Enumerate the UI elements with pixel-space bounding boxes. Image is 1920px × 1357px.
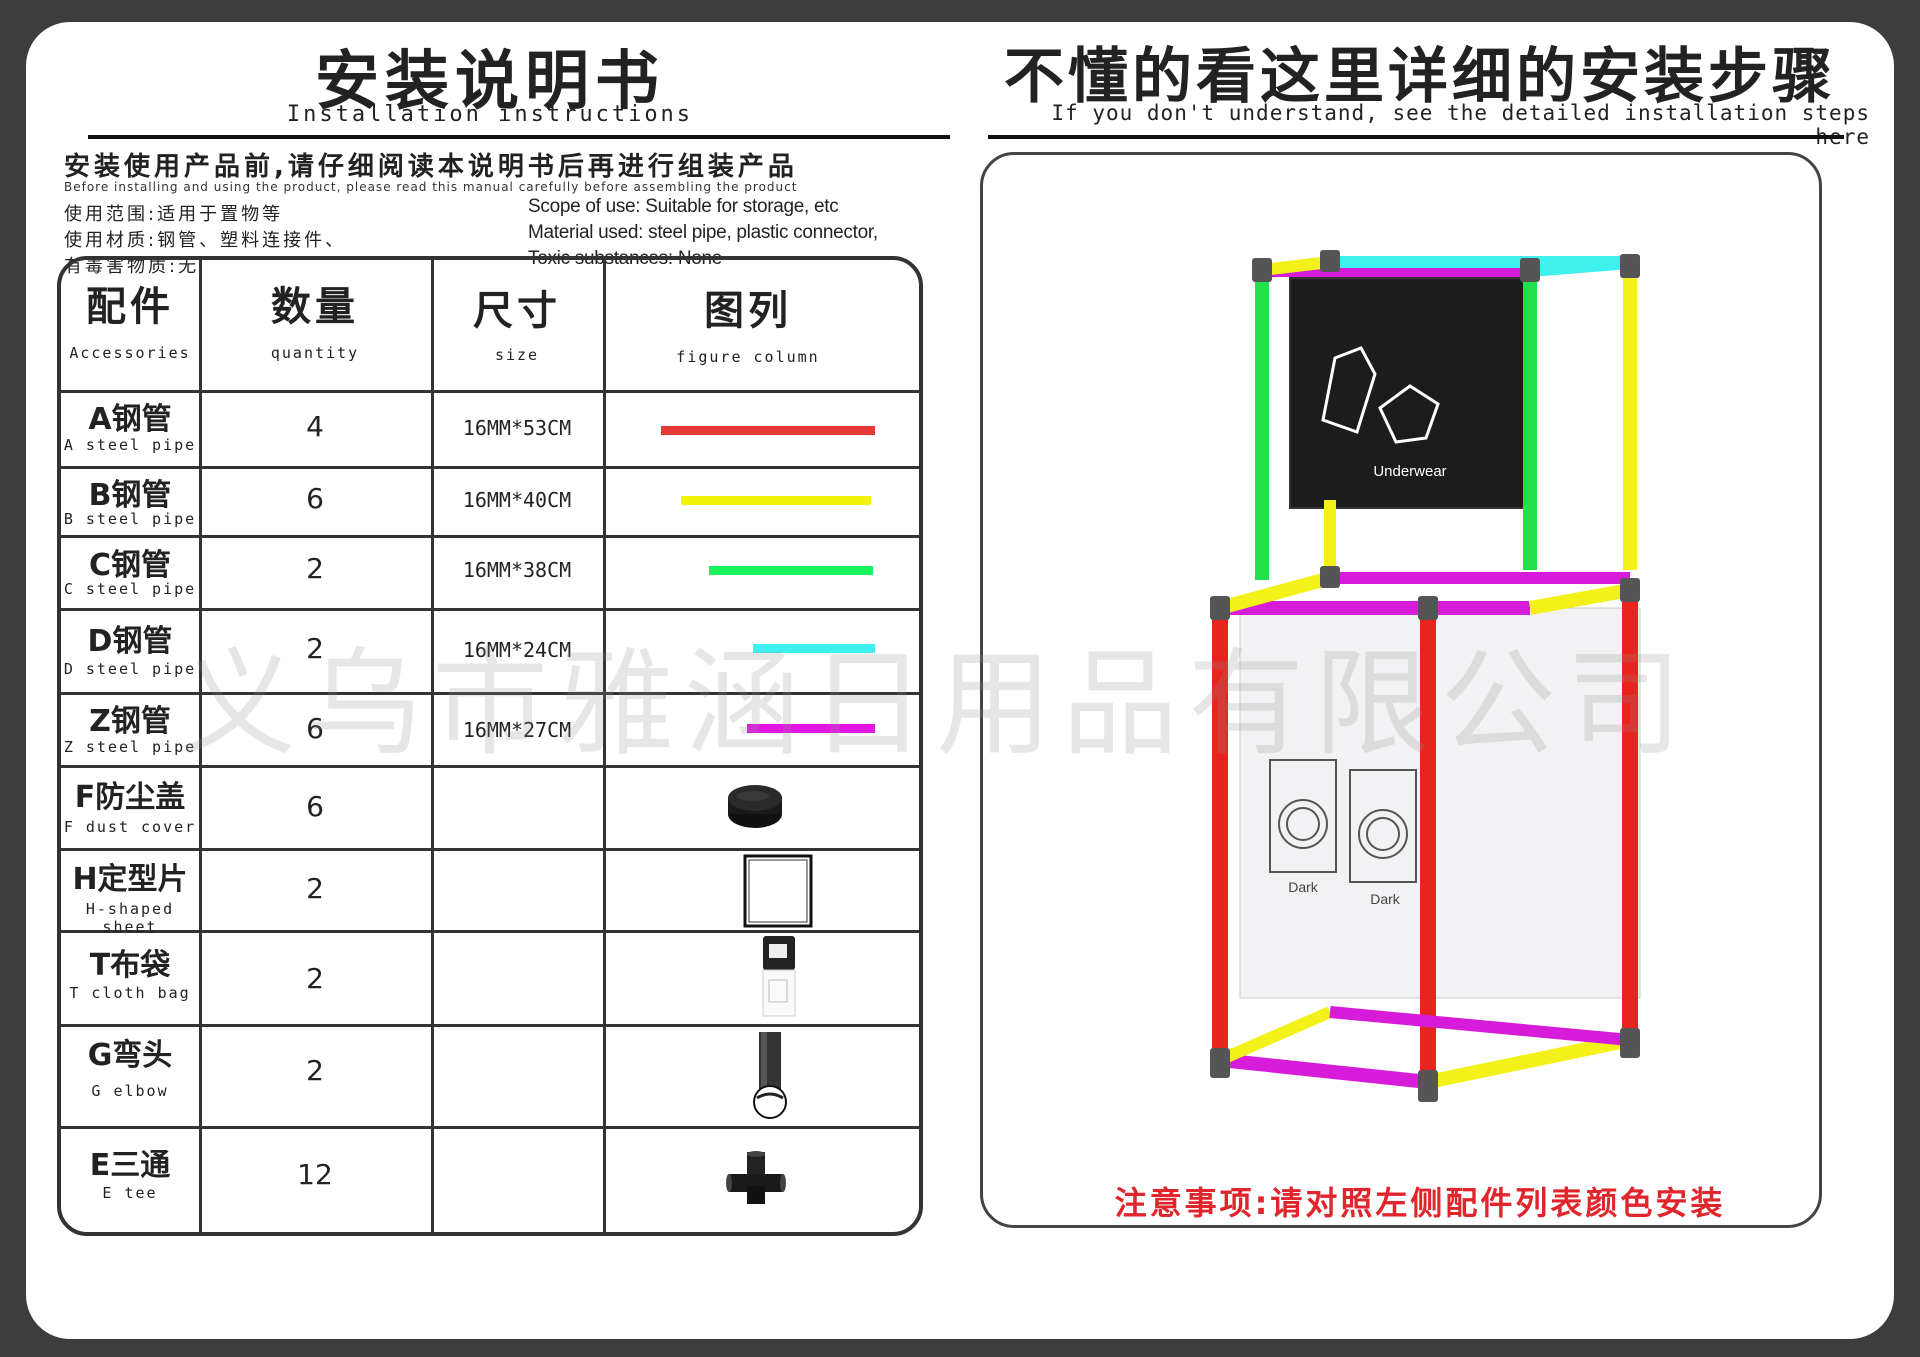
header-figure: 图列 bbox=[704, 288, 792, 334]
row-h-name-en: H-shaped sheet bbox=[85, 900, 175, 936]
caution-note: 注意事项:请对照左侧配件列表颜色安装 bbox=[1114, 1184, 1726, 1222]
table-col-divider bbox=[603, 260, 606, 1232]
row-b-size: 16MM*40CM bbox=[462, 488, 572, 512]
elbow-icon bbox=[753, 1032, 787, 1119]
table-row-divider bbox=[61, 765, 919, 768]
material-cn: 使用材质:钢管、塑料连接件、 bbox=[64, 230, 347, 251]
row-e-qty: 12 bbox=[297, 1158, 333, 1191]
header-figure-en: figure column bbox=[676, 348, 820, 366]
page-title: 安装说明书 bbox=[315, 45, 665, 119]
table-row-divider bbox=[61, 1126, 919, 1129]
title-divider-right bbox=[988, 135, 1844, 139]
row-e-name-en: E tee bbox=[102, 1184, 158, 1202]
row-z-name-en: Z steel pipe bbox=[63, 738, 197, 756]
table-row-divider bbox=[61, 930, 919, 933]
underwear-icon bbox=[1321, 346, 1440, 444]
header-quantity-en: quantity bbox=[270, 344, 360, 362]
h-sheet-icon bbox=[743, 854, 813, 928]
row-d-name: D钢管 bbox=[87, 624, 173, 659]
underwear-label: Underwear bbox=[1373, 463, 1446, 480]
row-h-name: H定型片 bbox=[72, 862, 188, 897]
row-h-qty: 2 bbox=[306, 872, 324, 905]
scope-of-use-en: Scope of use: Suitable for storage, etc bbox=[528, 196, 839, 217]
row-d-name-en: D steel pipe bbox=[63, 660, 197, 678]
row-z-name: Z钢管 bbox=[89, 704, 171, 739]
table-row-divider bbox=[61, 535, 919, 538]
row-c-qty: 2 bbox=[306, 552, 324, 585]
row-t-name: T布袋 bbox=[89, 948, 171, 983]
row-z-size: 16MM*27CM bbox=[462, 718, 572, 742]
row-t-qty: 2 bbox=[306, 962, 324, 995]
notice-text: 安装使用产品前,请仔细阅读本说明书后再进行组装产品 bbox=[64, 152, 798, 182]
dust-cover-icon bbox=[728, 785, 782, 828]
toxic-substances-cn: 有毒害物质:无 bbox=[64, 256, 200, 277]
steps-subtitle: If you don't understand, see the detaile… bbox=[1051, 101, 1870, 149]
table-row-divider bbox=[61, 848, 919, 851]
row-b-name: B钢管 bbox=[88, 478, 172, 513]
row-e-name: E三通 bbox=[89, 1148, 171, 1183]
page-subtitle: Installation instructions bbox=[286, 102, 694, 127]
header-size-en: size bbox=[494, 346, 540, 364]
row-d-qty: 2 bbox=[306, 632, 324, 665]
header-accessories: 配件 bbox=[86, 284, 174, 330]
header-size: 尺寸 bbox=[473, 288, 561, 334]
dark-label-2: Dark bbox=[1370, 891, 1401, 907]
row-g-qty: 2 bbox=[306, 1054, 324, 1087]
cloth-bag-icon bbox=[762, 936, 796, 1017]
assembled-rack-illustration: Underwear Dark Dark bbox=[1210, 250, 1641, 1102]
row-a-name: A钢管 bbox=[88, 402, 172, 437]
table-col-divider bbox=[199, 260, 202, 1232]
row-f-qty: 6 bbox=[306, 790, 324, 823]
table-row-divider bbox=[61, 1024, 919, 1027]
row-g-name: G弯头 bbox=[87, 1038, 173, 1073]
row-t-name-en: T cloth bag bbox=[69, 984, 191, 1002]
row-f-name-en: F dust cover bbox=[63, 818, 197, 836]
row-z-qty: 6 bbox=[306, 712, 324, 745]
notice-text-en: Before installing and using the product,… bbox=[64, 180, 798, 194]
header-accessories-en: Accessories bbox=[69, 344, 191, 362]
row-a-size: 16MM*53CM bbox=[462, 416, 572, 440]
dark-label-1: Dark bbox=[1288, 879, 1319, 895]
header-quantity: 数量 bbox=[271, 284, 359, 330]
row-c-size: 16MM*38CM bbox=[462, 558, 572, 582]
row-d-size: 16MM*24CM bbox=[462, 638, 572, 662]
parts-table: 配件 Accessories 数量 quantity 尺寸 size 图列 fi… bbox=[57, 256, 923, 1236]
row-a-name-en: A steel pipe bbox=[63, 436, 197, 454]
scope-of-use-cn: 使用范围:适用于置物等 bbox=[64, 204, 284, 225]
pipe-c-swatch bbox=[709, 566, 873, 575]
washing-machine-icon bbox=[1269, 759, 1417, 883]
company-watermark: 义乌市雅涵日用品有限公司 bbox=[180, 637, 1692, 772]
row-b-name-en: B steel pipe bbox=[63, 510, 197, 528]
table-row-divider bbox=[61, 608, 919, 611]
pipe-b-swatch bbox=[681, 496, 871, 505]
pipe-z-swatch bbox=[747, 724, 875, 733]
tee-icon bbox=[726, 1151, 786, 1204]
row-f-name: F防尘盖 bbox=[74, 780, 186, 815]
steps-title: 不懂的看这里详细的安装步骤 bbox=[1004, 42, 1836, 112]
table-row-divider bbox=[61, 466, 919, 469]
pipe-a-swatch bbox=[661, 426, 875, 435]
row-c-name: C钢管 bbox=[88, 548, 172, 583]
row-c-name-en: C steel pipe bbox=[63, 580, 197, 598]
table-row-divider bbox=[61, 390, 919, 393]
row-b-qty: 6 bbox=[306, 482, 324, 515]
table-row-divider bbox=[61, 692, 919, 695]
title-divider-left bbox=[88, 135, 950, 139]
material-en: Material used: steel pipe, plastic conne… bbox=[528, 222, 878, 243]
table-col-divider bbox=[431, 260, 434, 1232]
row-a-qty: 4 bbox=[306, 410, 324, 443]
row-g-name-en: G elbow bbox=[91, 1082, 169, 1100]
pipe-d-swatch bbox=[753, 644, 875, 653]
